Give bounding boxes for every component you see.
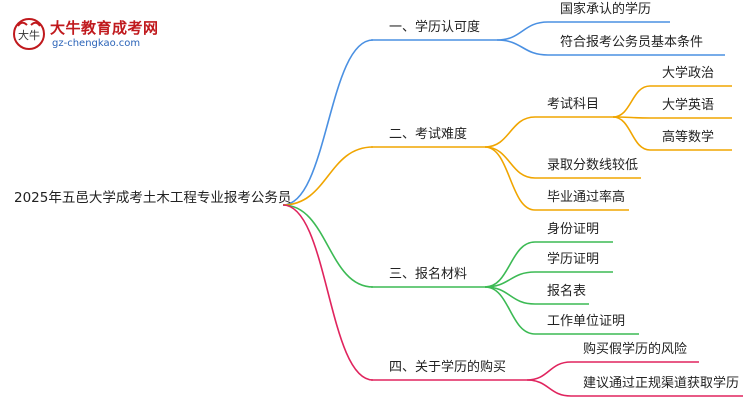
child-connector-3-3 <box>484 286 536 305</box>
child-node-3-2: 学历证明 <box>547 252 600 267</box>
child-node-2-3: 毕业通过率高 <box>547 190 626 205</box>
branch-connector-2 <box>282 146 374 206</box>
child-connector-2-2 <box>484 146 536 179</box>
bull-logo-icon: 大牛 <box>13 18 45 50</box>
branch-connector-1 <box>282 39 374 206</box>
child-node-2-2: 录取分数线较低 <box>547 158 639 173</box>
root-node: 2025年五邑大学成考土木工程专业报考公务员 <box>14 190 292 206</box>
leaf-node-1: 大学政治 <box>662 66 715 81</box>
leaf-node-3: 高等数学 <box>662 130 715 145</box>
child-connector-4-2 <box>526 379 572 397</box>
logo-title: 大牛教育成考网 <box>50 19 159 37</box>
leaf-connector-1 <box>612 85 651 118</box>
child-node-1-1: 国家承认的学历 <box>560 2 652 17</box>
site-logo[interactable]: 大牛 大牛教育成考网 gz-chengkao.com <box>12 16 162 54</box>
child-node-3-3: 报名表 <box>547 284 587 299</box>
branch-node-4: 四、关于学历的购买 <box>389 360 507 375</box>
child-connector-3-2 <box>484 271 536 288</box>
child-node-1-2: 符合报考公务员基本条件 <box>560 35 704 50</box>
child-connector-2-3 <box>484 146 536 211</box>
child-connector-3-4 <box>484 286 536 335</box>
child-node-4-2: 建议通过正规渠道获取学历 <box>583 376 740 391</box>
child-node-2-1: 考试科目 <box>547 97 600 112</box>
logo-mark-text: 大牛 <box>18 28 40 42</box>
branch-connector-4 <box>282 204 374 381</box>
child-connector-2-1 <box>484 116 536 148</box>
child-connector-4-1 <box>526 361 572 381</box>
child-node-3-1: 身份证明 <box>547 222 600 237</box>
child-connector-1-2 <box>496 39 549 56</box>
leaf-node-2: 大学英语 <box>662 98 715 113</box>
child-connector-1-1 <box>496 21 549 41</box>
child-node-3-4: 工作单位证明 <box>547 314 626 329</box>
branch-node-1: 一、学历认可度 <box>389 20 481 35</box>
child-connector-3-1 <box>484 241 536 288</box>
child-node-4-1: 购买假学历的风险 <box>583 342 688 357</box>
leaf-connector-3 <box>612 116 651 151</box>
branch-connector-3 <box>282 204 374 288</box>
logo-url[interactable]: gz-chengkao.com <box>52 38 141 49</box>
branch-node-3: 三、报名材料 <box>389 267 468 282</box>
branch-node-2: 二、考试难度 <box>389 127 468 142</box>
